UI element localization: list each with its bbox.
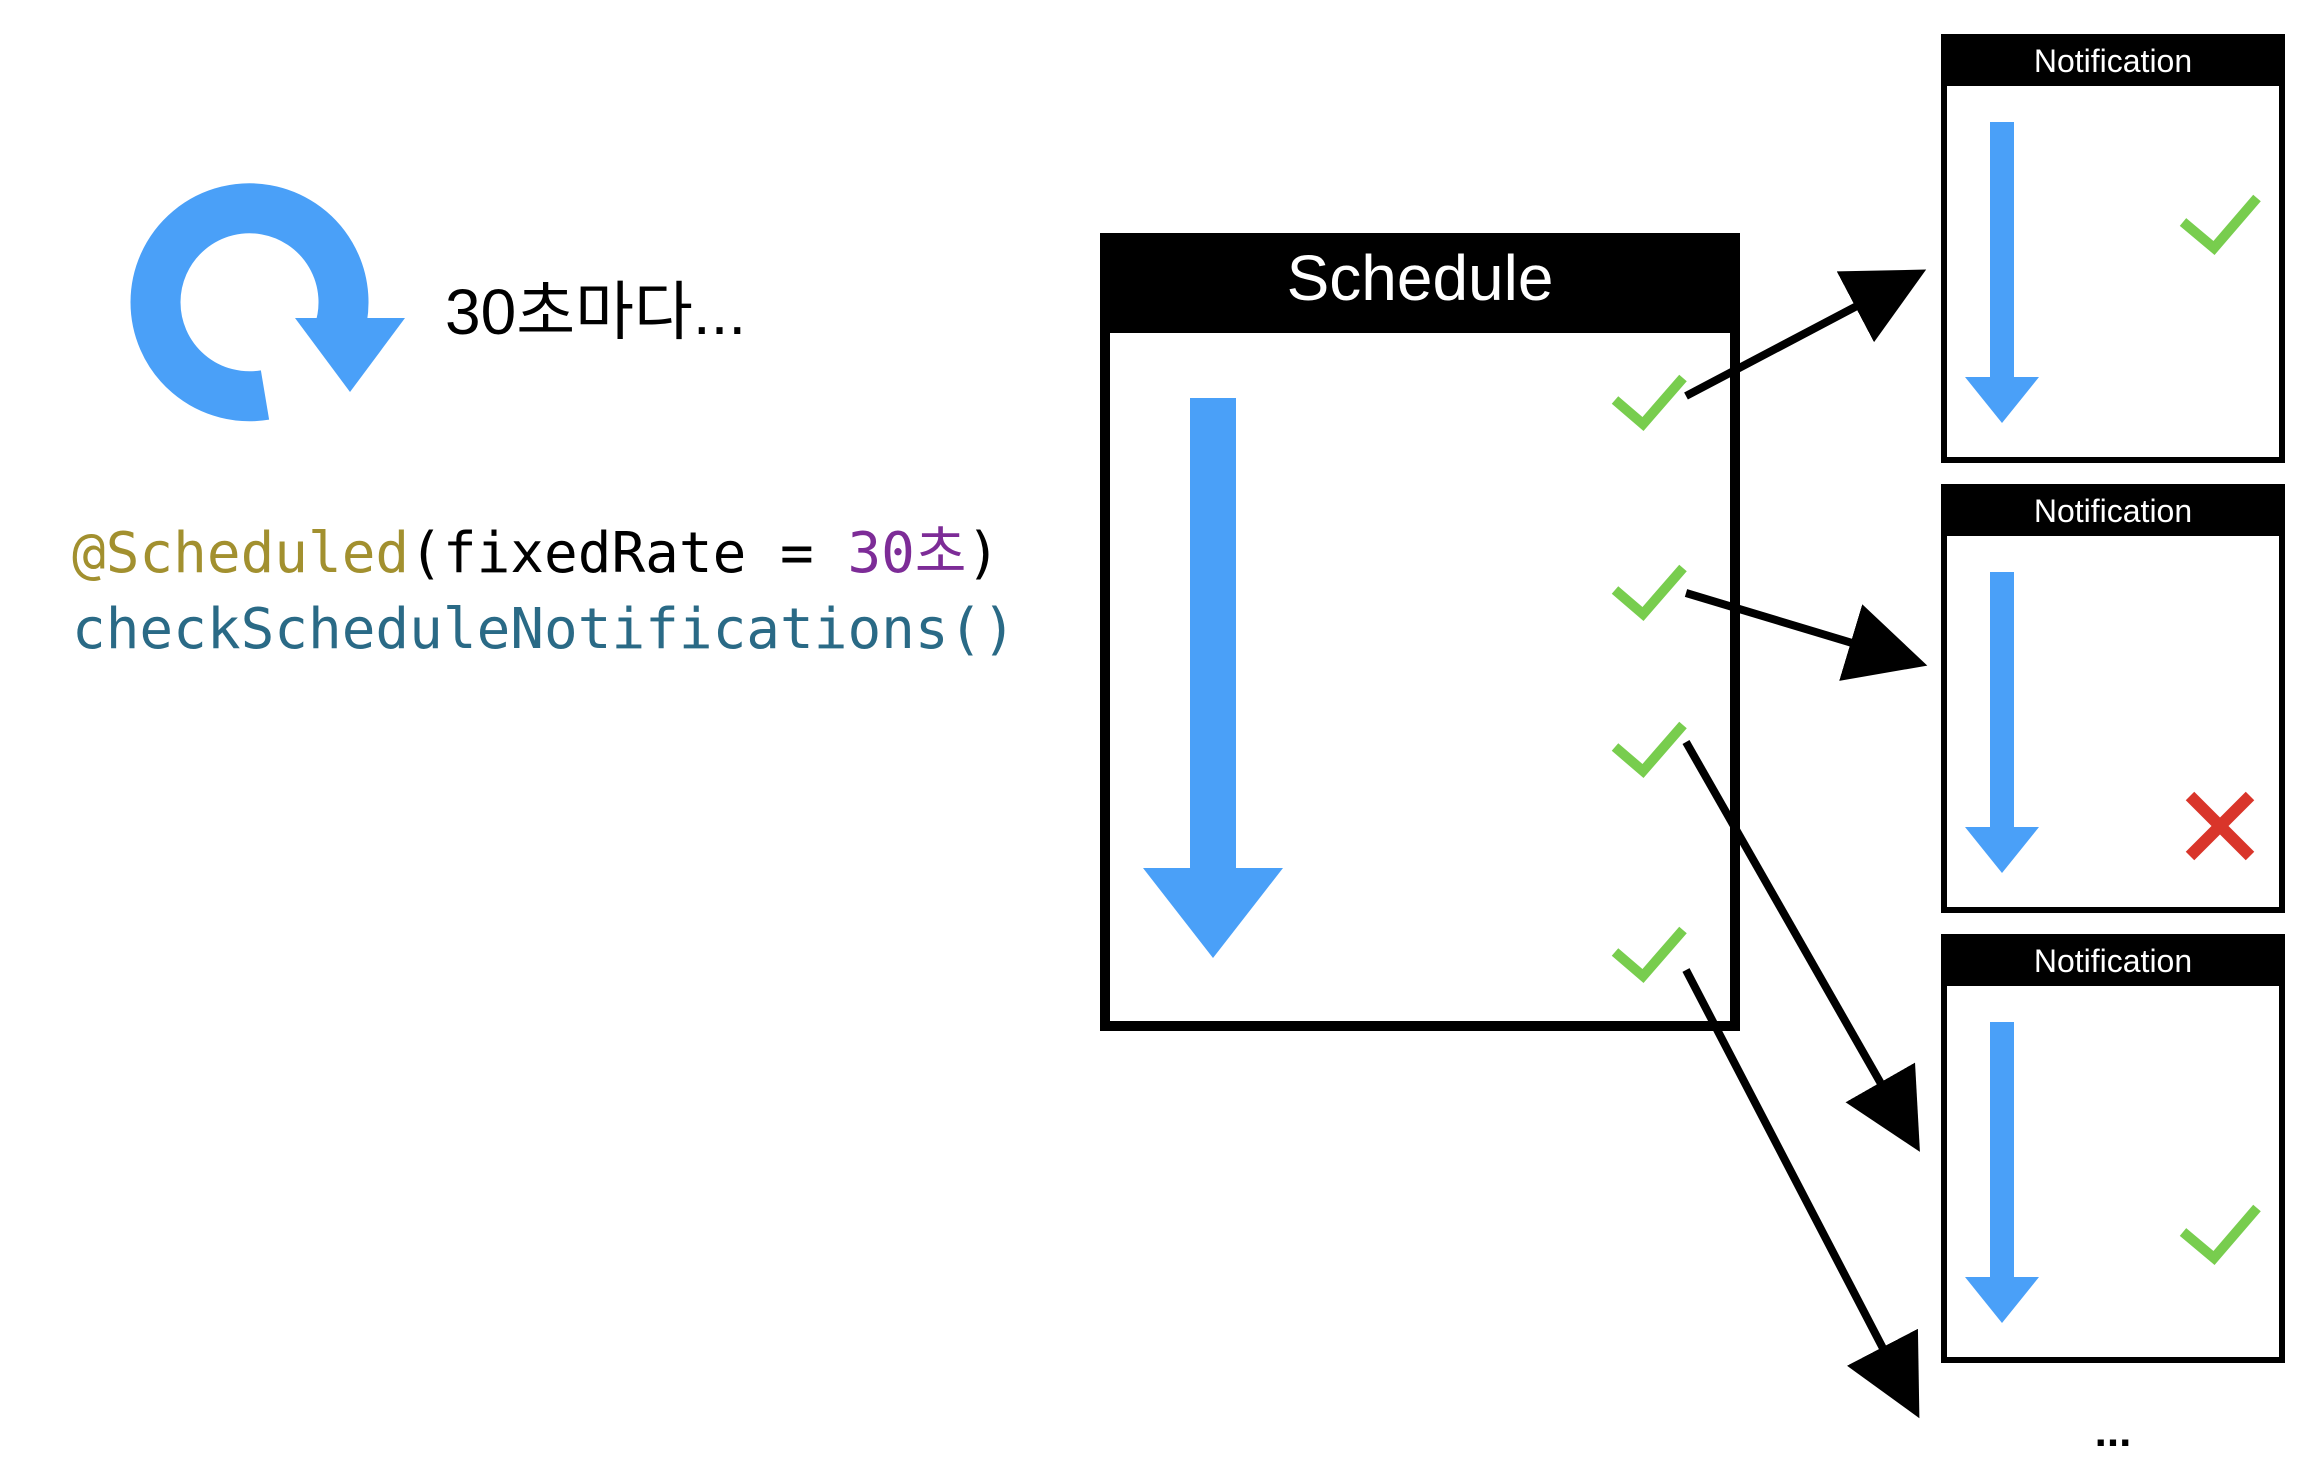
schedule-title-bar bbox=[1100, 233, 1740, 333]
cross-icon bbox=[2185, 791, 2255, 861]
down-arrow-icon bbox=[1965, 122, 2039, 423]
notification-title: Notification bbox=[2034, 493, 2192, 529]
interval-caption: 30초마다... bbox=[445, 276, 747, 348]
connector-arrow bbox=[1684, 269, 1927, 400]
check-icon bbox=[1611, 926, 1687, 984]
check-icon bbox=[2179, 1204, 2261, 1266]
notification-title-bar bbox=[1941, 484, 2285, 536]
code-open-paren: ( bbox=[409, 521, 443, 586]
connector-arrow bbox=[1684, 589, 1928, 681]
more-indicator: ... bbox=[2095, 1407, 2132, 1456]
notification-title-bar bbox=[1941, 934, 2285, 986]
check-icon bbox=[2179, 194, 2261, 256]
connector-arrow bbox=[1682, 740, 1920, 1152]
down-arrow-icon bbox=[1965, 1022, 2039, 1323]
notification-box: Notification bbox=[1941, 484, 2285, 913]
code-annotation: @Scheduled bbox=[72, 521, 410, 586]
notification-box: Notification bbox=[1941, 934, 2285, 1363]
code-param: fixedRate = bbox=[442, 521, 848, 586]
connector-arrow bbox=[1682, 968, 1920, 1419]
notification-title: Notification bbox=[2034, 943, 2192, 979]
check-icon bbox=[1611, 374, 1687, 432]
notification-box: Notification bbox=[1941, 34, 2285, 463]
check-icon bbox=[1611, 721, 1687, 779]
schedule-box: Schedule bbox=[1100, 233, 1740, 1031]
code-value: 30초 bbox=[847, 521, 967, 586]
schedule-title: Schedule bbox=[1287, 242, 1554, 314]
down-arrow-icon bbox=[1143, 398, 1283, 958]
notification-title-bar bbox=[1941, 34, 2285, 86]
down-arrow-icon bbox=[1965, 572, 2039, 873]
refresh-icon bbox=[130, 183, 405, 422]
notification-title: Notification bbox=[2034, 43, 2192, 79]
check-icon bbox=[1611, 564, 1687, 622]
code-line-annotation: @Scheduled(fixedRate = 30초) bbox=[72, 526, 1000, 582]
code-line-method: checkScheduleNotifications() bbox=[72, 597, 1017, 662]
code-close-paren: ) bbox=[966, 521, 1001, 586]
